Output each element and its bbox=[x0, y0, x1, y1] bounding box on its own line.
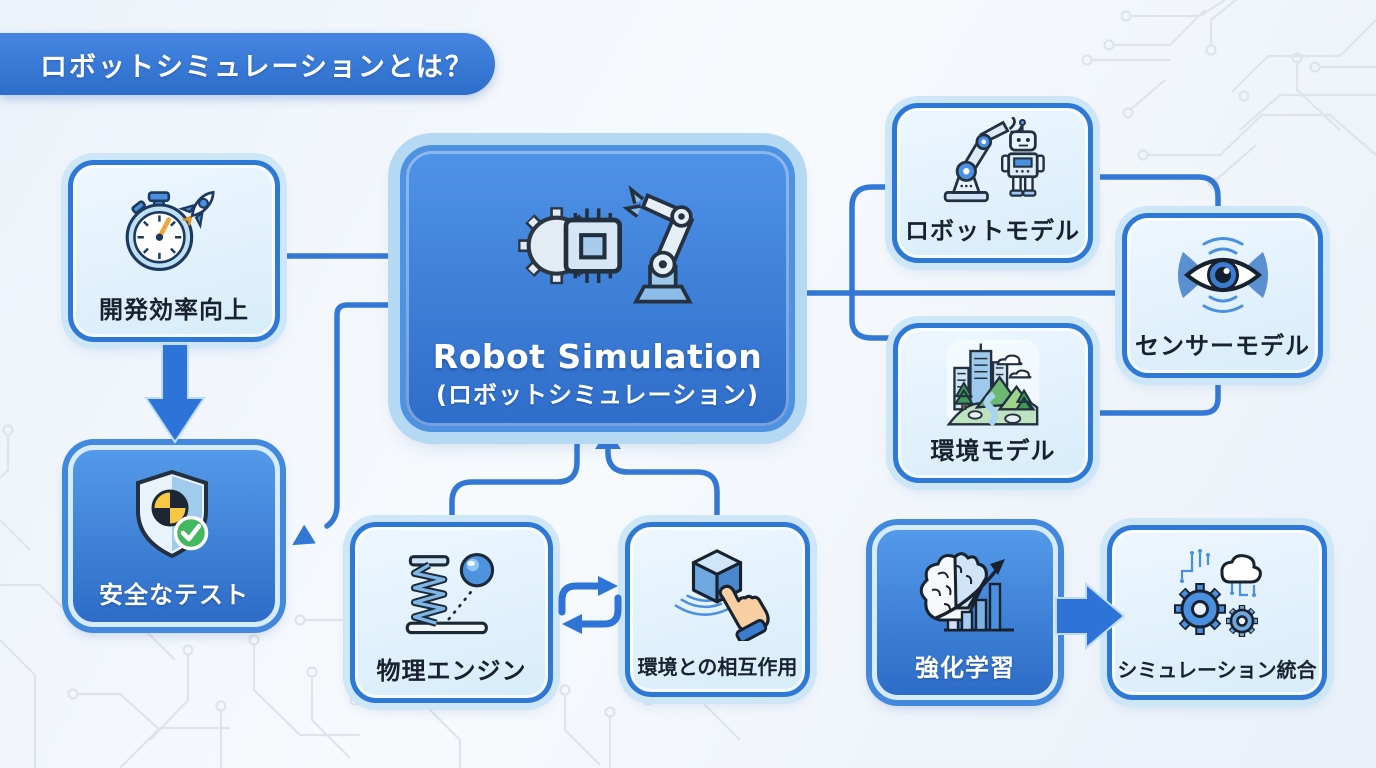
node-dev-efficiency: 開発効率向上 bbox=[68, 160, 280, 342]
thick-arrow-down bbox=[144, 343, 206, 444]
central-title: Robot Simulation bbox=[432, 336, 763, 376]
stopwatch-rocket-icon bbox=[125, 190, 215, 271]
icon-wrap bbox=[73, 165, 275, 290]
icon-wrap bbox=[898, 328, 1088, 431]
node-reinforcement-learning: 強化学習 bbox=[872, 525, 1058, 700]
icon-wrap bbox=[406, 151, 789, 339]
gear-cpu-robot-arm-icon bbox=[518, 184, 695, 304]
edge-center-safetest bbox=[324, 302, 403, 529]
node-label: 開発効率向上 bbox=[99, 296, 249, 324]
edge-center-physics bbox=[449, 429, 580, 525]
icon-wrap bbox=[877, 530, 1053, 648]
title-badge: ロボットシミュレーションとは？ bbox=[0, 33, 495, 95]
edge-sensor-envmodel bbox=[1091, 375, 1221, 416]
node-label: 環境との相互作用 bbox=[637, 655, 798, 679]
edge-branch-robotmodel bbox=[849, 184, 895, 296]
central-subtitle: (ロボットシミュレーション) bbox=[436, 381, 759, 409]
node-simulation-integration: シミュレーション統合 bbox=[1107, 525, 1327, 700]
node-label: 強化学習 bbox=[915, 654, 1015, 682]
node-sensor-model: センサーモデル bbox=[1122, 213, 1323, 378]
node-label: 物理エンジン bbox=[376, 657, 527, 685]
node-label: センサーモデル bbox=[1135, 332, 1310, 360]
node-label: シミュレーション統合 bbox=[1117, 658, 1317, 682]
node-robot-model: ロボットモデル bbox=[892, 103, 1093, 263]
robot-arm-humanoid-icon bbox=[943, 116, 1045, 202]
title-badge-text: ロボットシミュレーションとは？ bbox=[40, 51, 474, 83]
node-label: 環境モデル bbox=[930, 437, 1056, 465]
node-label: ロボットモデル bbox=[905, 217, 1080, 245]
touch-cube-icon bbox=[674, 549, 770, 641]
node-env-interaction: 環境との相互作用 bbox=[625, 522, 810, 697]
bidirectional-sync-arrows bbox=[558, 576, 622, 634]
icon-wrap bbox=[73, 450, 275, 575]
node-env-model: 環境モデル bbox=[893, 323, 1093, 483]
eye-sensor-icon bbox=[1177, 237, 1268, 313]
edge-interaction-center-arrowhead bbox=[595, 429, 621, 449]
icon-wrap bbox=[355, 527, 548, 651]
shield-check-icon bbox=[136, 469, 209, 558]
edge-center-safetest-arrowhead bbox=[292, 524, 316, 546]
icon-wrap bbox=[1127, 218, 1318, 326]
node-physics-engine: 物理エンジン bbox=[350, 522, 553, 703]
brain-growth-chart-icon bbox=[919, 552, 1014, 632]
icon-wrap bbox=[630, 527, 805, 651]
spring-ball-icon bbox=[405, 553, 494, 635]
icon-wrap bbox=[1112, 530, 1322, 654]
gears-cloud-icon bbox=[1174, 549, 1262, 637]
edge-interaction-center bbox=[605, 443, 720, 525]
node-label: 安全なテスト bbox=[99, 581, 249, 609]
edge-robotmodel-sensor bbox=[1090, 174, 1221, 216]
node-safe-test: 安全なテスト bbox=[68, 445, 280, 627]
city-nature-icon bbox=[946, 339, 1040, 427]
icon-wrap bbox=[897, 108, 1088, 211]
node-robot-simulation-central: Robot Simulation (ロボットシミュレーション) bbox=[400, 145, 795, 432]
edge-branch-envmodel bbox=[849, 290, 896, 341]
